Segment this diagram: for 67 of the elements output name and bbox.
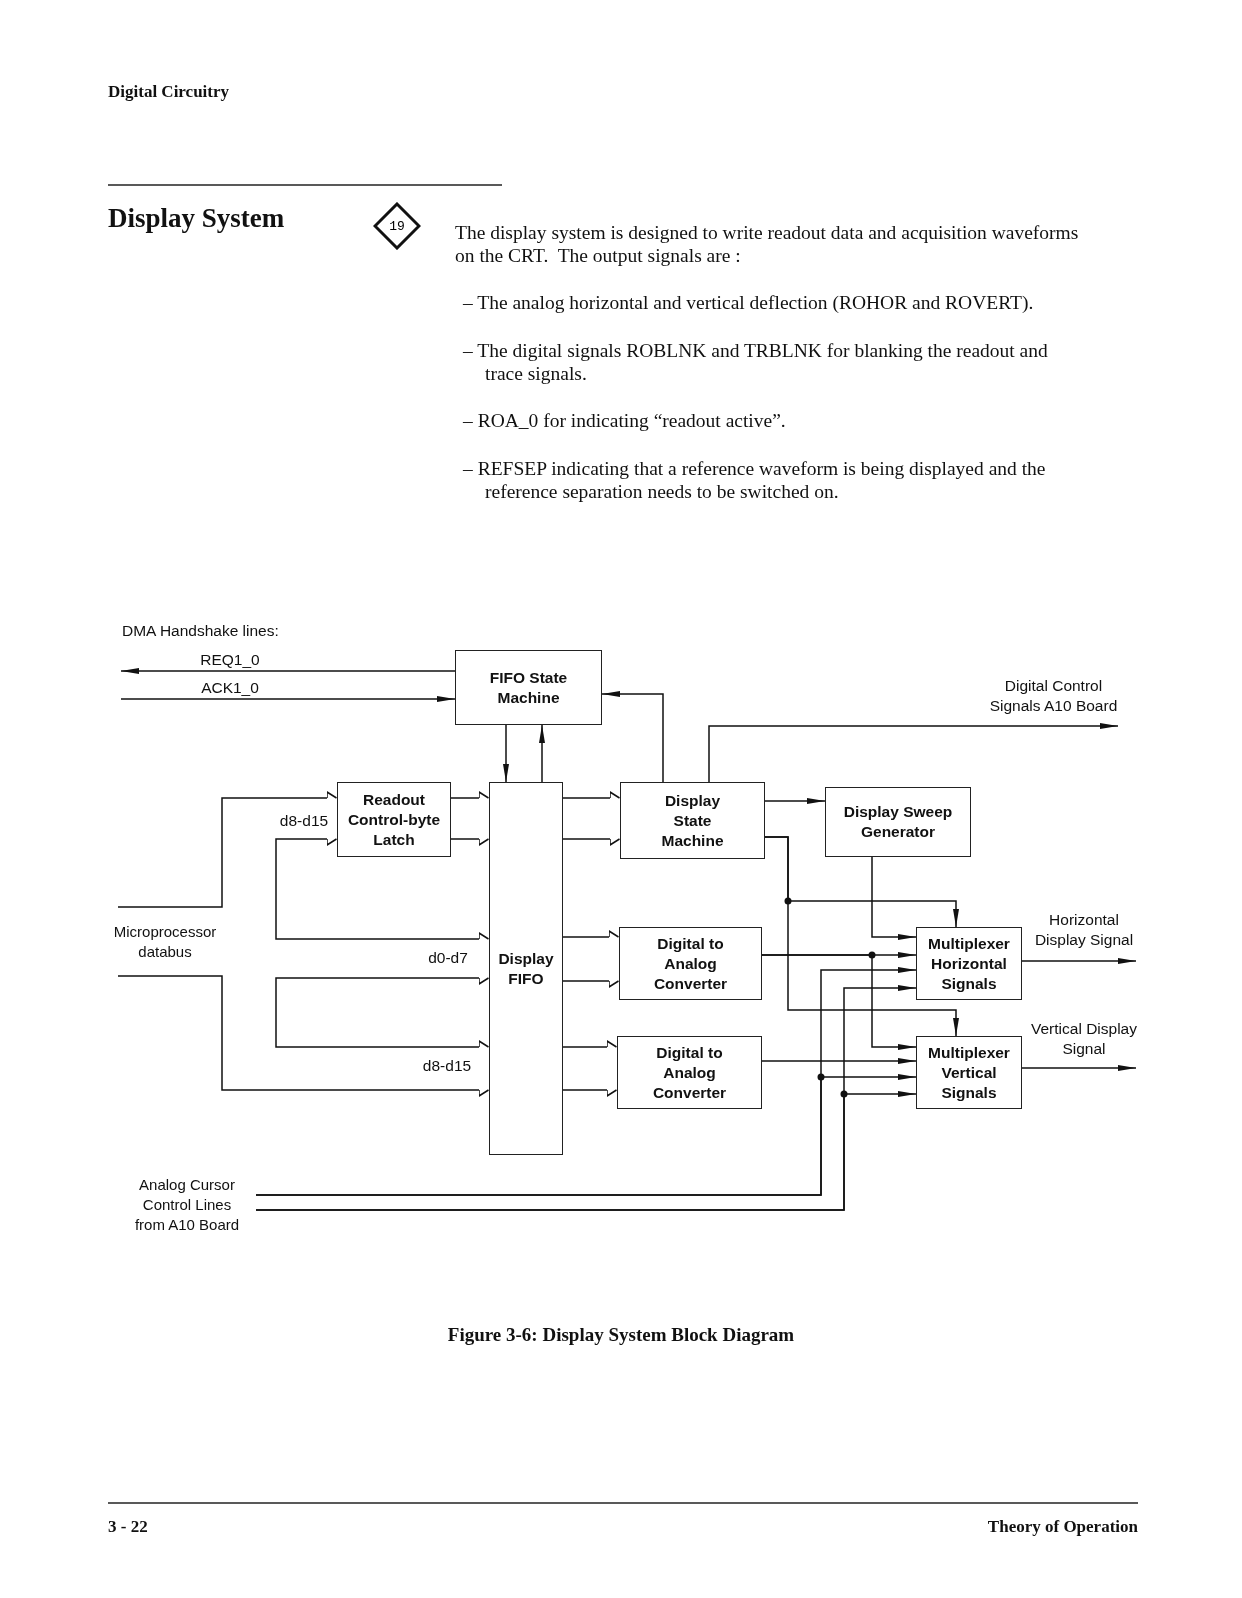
signal-label: d0-d7: [427, 948, 469, 968]
arrow: [562, 791, 621, 799]
signal-source-label: Analog Cursor Control Lines from A10 Board: [118, 1170, 256, 1240]
arrow: [764, 798, 826, 804]
arrow: [117, 975, 490, 1097]
process-box: [916, 1036, 1022, 1109]
bullet-item: – The digital signals ROBLNK and TRBLNK for blanking the readout and trace signals.: [463, 339, 1049, 385]
bullet-item: – ROA_0 for indicating “readout active”.: [463, 409, 787, 432]
signal-label: REQ1_0: [199, 650, 261, 670]
block-label: FIFO State Machine: [488, 667, 569, 708]
process-box: [620, 782, 765, 859]
arrow: [708, 723, 1119, 783]
arrow: [562, 1089, 618, 1097]
arrow: [275, 838, 490, 940]
arrow: [562, 838, 621, 846]
arrow: [601, 691, 664, 783]
arrow: [764, 836, 959, 1037]
block-label: Multiplexer Horizontal Signals: [927, 933, 1011, 994]
block-label: Digital to Analog Converter: [651, 1042, 728, 1103]
arrow: [255, 1091, 917, 1211]
arrow: [562, 1040, 618, 1048]
arrow: [120, 668, 456, 674]
arrow: [562, 980, 620, 988]
block-label: Digital to Analog Converter: [652, 933, 729, 994]
body-paragraph: The display system is designed to write readout data and acquisition waveforms on the CRT. The output signals are :: [455, 221, 1080, 267]
arrow: [562, 930, 620, 938]
arrow: [120, 696, 456, 702]
signal-label: d8-d15: [421, 1056, 473, 1076]
bullet-item: – The analog horizontal and vertical deflection (ROHOR and ROVERT).: [463, 291, 1035, 314]
page-number: 3 - 22: [108, 1517, 149, 1537]
arrow: [1021, 958, 1137, 964]
process-box: [619, 927, 762, 1000]
signal-label: Horizontal Display Signal: [1033, 910, 1135, 950]
process-box: [825, 787, 971, 857]
signal-label: ACK1_0: [200, 678, 260, 698]
arrow: [761, 1058, 917, 1064]
process-box: [916, 927, 1022, 1000]
arrow: [871, 856, 917, 940]
arrow: [503, 724, 509, 783]
arrow: [255, 1074, 917, 1196]
section-heading: Display System: [108, 203, 285, 234]
block-label: Multiplexer Vertical Signals: [927, 1042, 1011, 1103]
arrow: [450, 838, 490, 846]
block-label: Display FIFO: [497, 948, 555, 989]
signal-label: Vertical Display Signal: [1030, 1019, 1138, 1059]
arrow: [275, 977, 490, 1048]
bullet-item: – REFSEP indicating that a reference waveform is being displayed and the reference separation needs to be switched on.: [463, 457, 1047, 503]
process-box: [489, 782, 563, 1155]
process-box: [337, 782, 451, 857]
section-number: 19: [389, 218, 405, 234]
signal-source-label: Microprocessor databus: [108, 907, 222, 976]
arrow: [761, 954, 917, 1050]
signal-label: d8-d15: [278, 811, 330, 831]
arrow: [539, 724, 545, 783]
arrow: [1021, 1065, 1137, 1071]
process-box: [617, 1036, 762, 1109]
signal-label: Digital Control Signals A10 Board: [988, 676, 1119, 716]
block-label: Display Sweep Generator: [842, 802, 954, 842]
arrow: [117, 791, 338, 908]
arrow: [450, 791, 490, 799]
figure-caption: Figure 3-6: Display System Block Diagram: [446, 1324, 796, 1346]
footer-title: Theory of Operation: [986, 1517, 1138, 1537]
page-header: Digital Circuitry: [108, 82, 231, 102]
process-box: [455, 650, 602, 725]
block-label: Display State Machine: [660, 790, 725, 851]
note-label: DMA Handshake lines:: [122, 622, 280, 640]
block-label: Readout Control-byte Latch: [346, 789, 442, 850]
